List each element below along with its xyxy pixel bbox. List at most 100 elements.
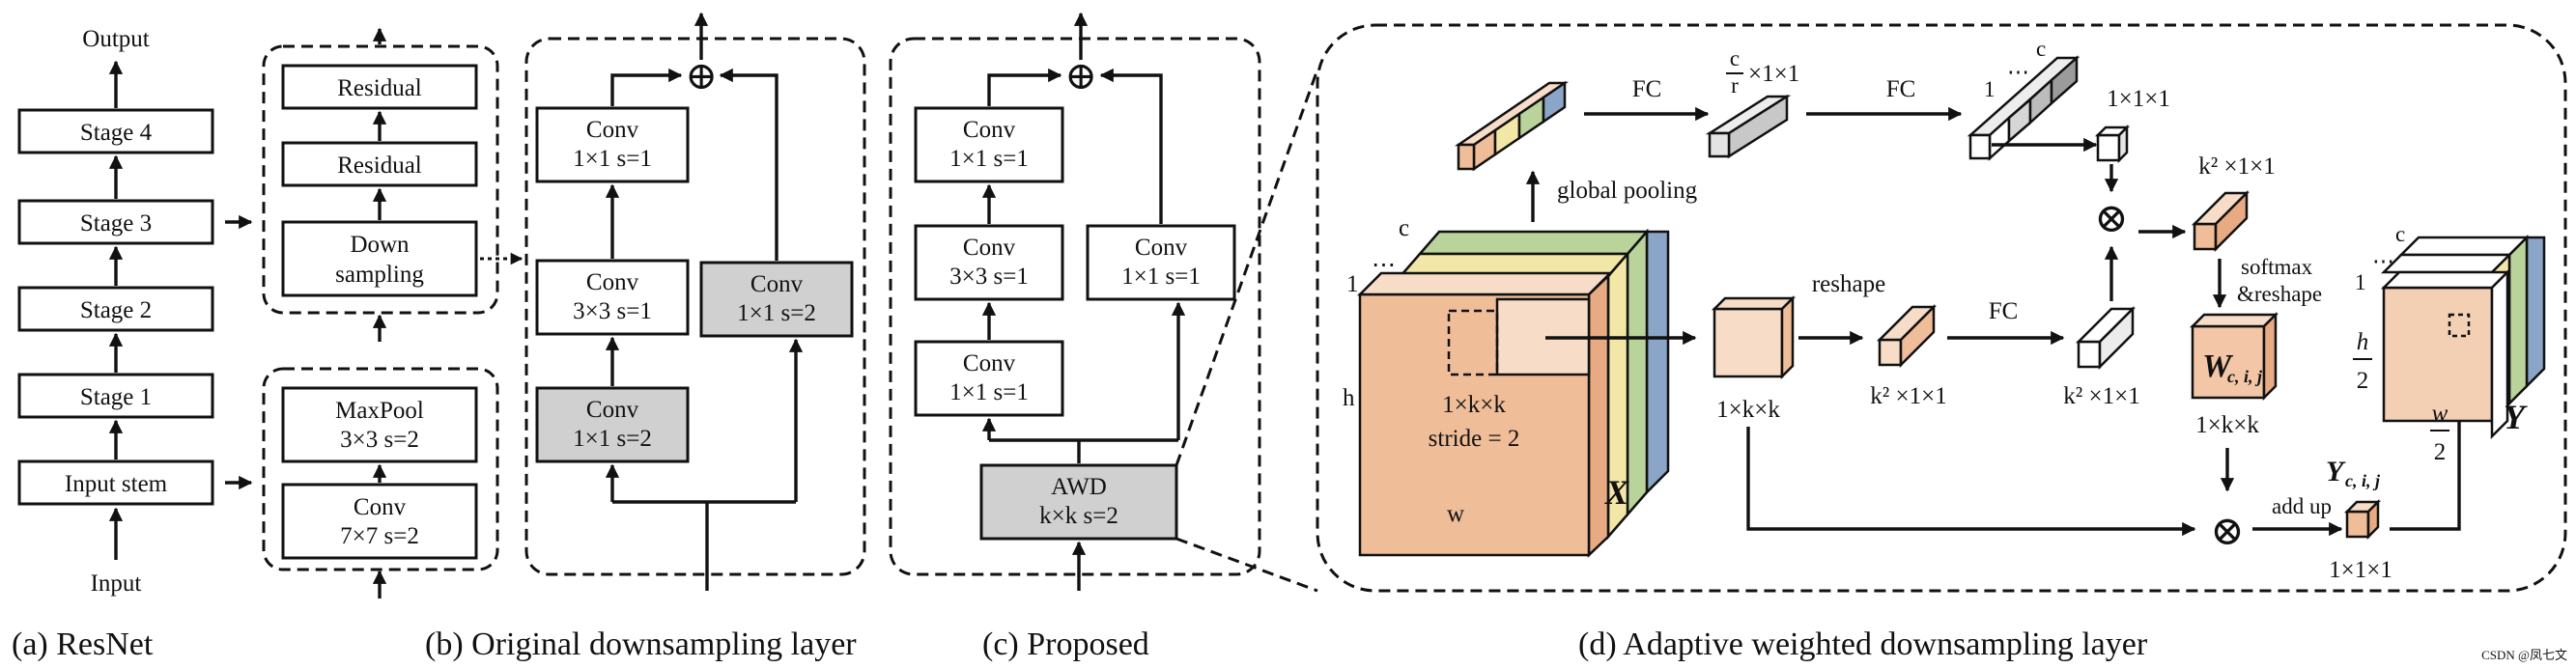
input-tensor-x	[1356, 228, 1670, 558]
maxpool-label-1: MaxPool	[335, 398, 424, 424]
softmax-label-1: softmax	[2241, 255, 2313, 279]
output-y-sub: c, i, j	[2345, 471, 2381, 490]
kernel-patch-cube	[1711, 294, 1797, 380]
stem-conv-label-2: 7×7 s=2	[340, 523, 419, 549]
fc3-label: FC	[1989, 298, 2019, 324]
original-conv-top	[535, 106, 690, 183]
stage-4-box	[17, 108, 214, 154]
proposed-conv-mid-label-2: 3×3 s=1	[949, 264, 1029, 290]
original-conv-bot-label-2: 1×1 s=2	[573, 426, 652, 452]
original-conv-side	[699, 261, 854, 338]
reshaped-vector	[1876, 303, 1938, 369]
w-half-num: w	[2432, 401, 2449, 427]
h-half-den: 2	[2357, 368, 2369, 394]
proposed-conv-bot	[914, 340, 1064, 417]
downsampling-label-1: Down	[350, 232, 410, 258]
original-conv-side-label-1: Conv	[750, 271, 804, 297]
maxpool-label-2: 3×3 s=2	[340, 427, 419, 453]
output-pixel-dashed	[2448, 313, 2471, 338]
out-dim-dots-label: ⋯	[2372, 249, 2394, 273]
kernel-size-label: 1×k×k	[1442, 392, 1506, 418]
proposed-conv-side-label-2: 1×1 s=1	[1121, 264, 1201, 290]
kernel-window-dashed	[1447, 309, 1499, 376]
proposed-conv-bot-label-2: 1×1 s=1	[949, 379, 1029, 405]
stage-1-box	[17, 373, 214, 419]
stage-1-label: Stage 1	[80, 384, 152, 410]
channel-vector	[1967, 55, 2081, 161]
channel-weight-cube	[2094, 124, 2131, 164]
stage-2-label: Stage 2	[80, 297, 152, 323]
w-half-den: 2	[2434, 439, 2447, 465]
original-conv-bot	[535, 386, 690, 463]
proposed-conv-top-label-1: Conv	[963, 117, 1016, 143]
original-conv-mid-label-1: Conv	[586, 269, 639, 295]
dim-h-label: h	[1343, 385, 1355, 411]
softmax-label-2: &reshape	[2237, 282, 2322, 306]
original-conv-mid-label-2: 3×3 s=1	[573, 298, 652, 324]
awd-box-label-1: AWD	[1051, 474, 1107, 500]
weight-w-label: W	[2202, 348, 2234, 384]
kernel-stride-label: stride = 2	[1429, 426, 1520, 452]
proposed-conv-mid	[914, 224, 1064, 301]
input-label: Input	[91, 571, 142, 597]
proposed-conv-mid-label-1: Conv	[963, 235, 1016, 261]
original-conv-mid	[535, 259, 690, 336]
stem-group-dashed	[262, 367, 499, 571]
k2-label-c: k² ×1×1	[2198, 153, 2275, 180]
vec-dots-label: ⋯	[2007, 60, 2029, 84]
tensor-x-label: X	[1604, 473, 1629, 512]
out-dim-c-label: c	[2395, 222, 2405, 246]
pooled-vector	[1454, 80, 1570, 172]
one-k-k-label-b: 1×k×k	[2195, 412, 2259, 438]
caption-a: (a) ResNet	[12, 626, 154, 662]
stage-4-label: Stage 4	[80, 120, 153, 146]
residual-box-2	[281, 141, 478, 187]
original-dashed-frame	[524, 37, 866, 576]
dim-w-label: w	[1447, 501, 1464, 527]
vec-1-label: 1	[1984, 77, 1996, 101]
output-y-label: Y	[2326, 456, 2346, 487]
weight-vector	[2191, 189, 2250, 253]
h-half-num: h	[2357, 329, 2369, 355]
one-k-k-label-a: 1×k×k	[1716, 397, 1780, 423]
original-conv-top-label-2: 1×1 s=1	[573, 146, 652, 172]
c-over-r-den: r	[1731, 73, 1739, 97]
resnet-panel: Output Stage 4 Stage 3 Stage 2 Stage 1 I…	[12, 26, 524, 662]
stem-conv-box	[281, 483, 478, 560]
stage-3-box	[17, 199, 214, 245]
one-by-one-label-a: 1×1×1	[2107, 86, 2170, 112]
output-tensor-y	[2380, 234, 2546, 440]
caption-d: (d) Adaptive weighted downsampling layer	[1578, 626, 2148, 662]
reduced-vector	[1705, 94, 1792, 159]
caption-b: (b) Original downsampling layer	[425, 626, 857, 662]
k2-label-a: k² ×1×1	[1870, 383, 1946, 409]
awd-box-label-2: k×k s=2	[1039, 503, 1118, 529]
downsampling-label-2: sampling	[335, 262, 424, 288]
proposed-conv-side-label-1: Conv	[1135, 235, 1188, 261]
original-panel: ⊕ Conv 1×1 s=1 Conv 3×3 s=1 Conv 1×1 s=2…	[425, 12, 866, 662]
residual-label-2: Residual	[337, 153, 422, 179]
dim-1-label: 1	[1346, 271, 1359, 297]
c-over-r-dims: ×1×1	[1748, 61, 1799, 87]
input-stem-label: Input stem	[65, 471, 168, 497]
maxpool-box	[281, 386, 478, 463]
residual-box-1	[281, 64, 478, 110]
fc2-label: FC	[1886, 76, 1916, 102]
one-by-one-label-b: 1×1×1	[2329, 557, 2392, 583]
dim-c-label: c	[1399, 215, 1409, 241]
original-add-symbol: ⊕	[685, 54, 718, 97]
add-up-label: add up	[2272, 494, 2332, 518]
weight-kernel-cube	[2189, 311, 2279, 402]
proposed-conv-top-label-2: 1×1 s=1	[949, 146, 1029, 172]
proposed-dashed-frame	[889, 37, 1261, 576]
dim-dots-label: ⋯	[1372, 252, 1396, 278]
residual-label-1: Residual	[337, 75, 422, 101]
fc-output-vector	[2075, 305, 2137, 371]
vec-c-label: c	[2036, 37, 2046, 61]
out-dim-1-label: 1	[2355, 270, 2366, 294]
original-conv-side-label-2: 1×1 s=2	[737, 300, 816, 326]
proposed-conv-top	[914, 106, 1064, 183]
reshape-label: reshape	[1812, 271, 1885, 297]
stage-2-box	[17, 286, 214, 332]
